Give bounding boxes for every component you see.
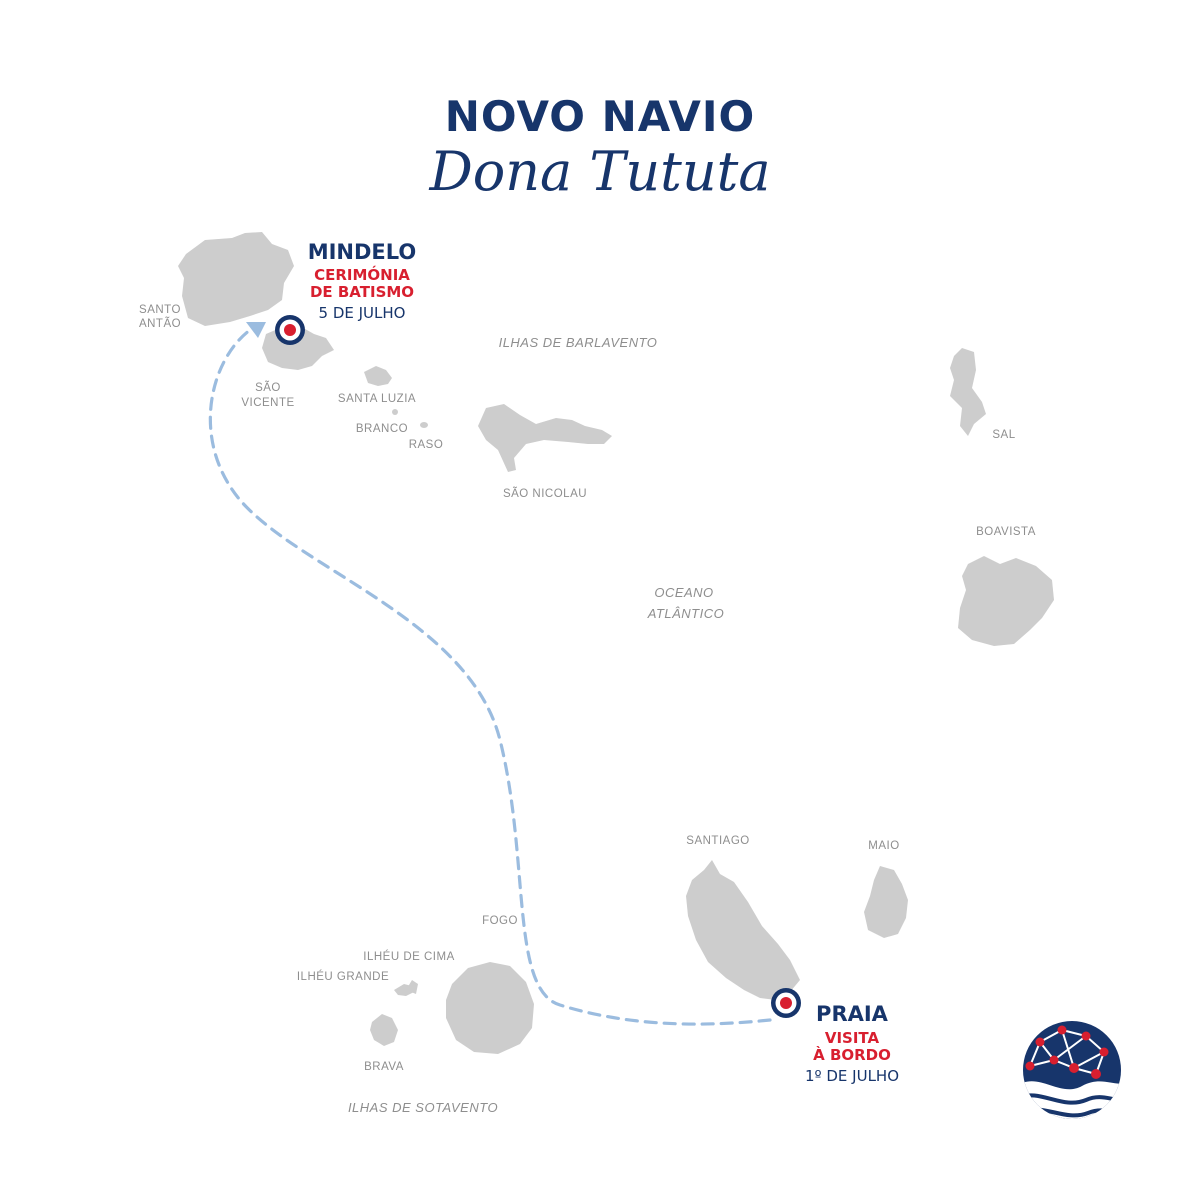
island-fogo xyxy=(446,962,534,1054)
island-brava xyxy=(370,1014,398,1046)
label-boavista: BOAVISTA xyxy=(976,526,1036,538)
stop-praia-date: 1º DE JULHO xyxy=(805,1067,899,1085)
stop-mindelo-event-2: DE BATISMO xyxy=(310,283,414,301)
label-fogo: FOGO xyxy=(482,915,518,927)
island-maio xyxy=(864,866,908,938)
ship-route xyxy=(208,328,772,1026)
label-maio: MAIO xyxy=(868,840,899,852)
label-branco: BRANCO xyxy=(356,423,408,435)
island-santiago xyxy=(686,860,800,1000)
network-globe-logo xyxy=(1023,1021,1121,1119)
label-sal: SAL xyxy=(992,429,1015,441)
stop-praia-event-2: À BORDO xyxy=(813,1045,891,1064)
stop-mindelo-date: 5 DE JULHO xyxy=(319,304,406,322)
island-boavista xyxy=(958,556,1054,646)
label-atlantico: ATLÂNTICO xyxy=(647,606,725,621)
mindelo-marker-icon xyxy=(275,315,305,345)
island-ilheu-grande xyxy=(406,980,418,994)
stop-mindelo-event-1: CERIMÓNIA xyxy=(314,265,410,284)
island-sao-nicolau xyxy=(478,404,612,472)
label-santo-antao-2: ANTÃO xyxy=(139,317,181,330)
stop-mindelo-city: MINDELO xyxy=(308,240,417,264)
label-sao-nicolau: SÃO NICOLAU xyxy=(503,487,587,500)
label-ilhas-de-sotavento: ILHAS DE SOTAVENTO xyxy=(348,1100,498,1115)
label-santo-antao-1: SANTO xyxy=(139,304,181,316)
stop-praia-city: PRAIA xyxy=(816,1002,889,1026)
label-oceano: OCEANO xyxy=(654,585,713,600)
label-ilhas-de-barlavento: ILHAS DE BARLAVENTO xyxy=(499,335,658,350)
island-santa-luzia xyxy=(364,366,392,386)
praia-marker-icon xyxy=(771,988,801,1018)
label-brava: BRAVA xyxy=(364,1061,404,1073)
title-ship-name: Dona Tututa xyxy=(429,140,771,203)
label-santa-luzia: SANTA LUZIA xyxy=(338,393,416,405)
stop-praia-event-1: VISITA xyxy=(825,1029,880,1047)
island-branco xyxy=(392,409,398,415)
island-sal xyxy=(950,348,986,436)
label-santiago: SANTIAGO xyxy=(686,835,749,847)
label-sao-vicente-2: VICENTE xyxy=(241,397,294,409)
label-raso: RASO xyxy=(409,439,444,451)
label-ilheu-de-cima: ILHÉU DE CIMA xyxy=(363,950,455,963)
route-arrowhead-icon xyxy=(246,322,266,338)
title-novo-navio: NOVO NAVIO xyxy=(444,92,756,141)
island-raso xyxy=(420,422,428,428)
label-sao-vicente-1: SÃO xyxy=(255,381,281,394)
label-ilheu-grande: ILHÉU GRANDE xyxy=(297,970,389,983)
island-santo-antao xyxy=(178,232,294,326)
